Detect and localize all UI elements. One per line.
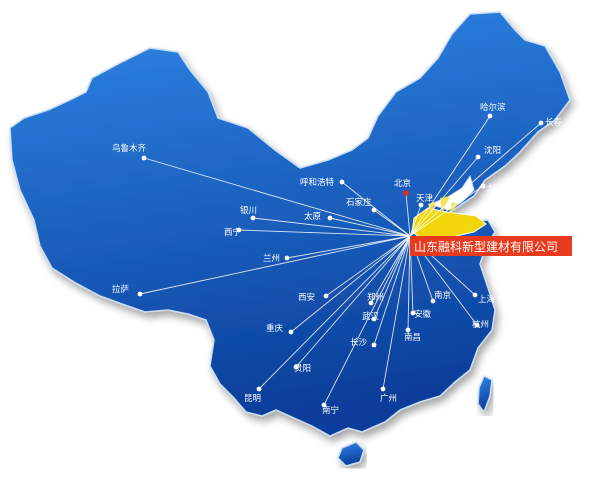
city-label-dalian: 大连 <box>486 183 504 194</box>
city-label-changchun: 长春 <box>545 117 563 128</box>
route-line-taiyuan <box>329 217 411 237</box>
route-line-nanchang <box>407 235 411 331</box>
city-label-shenyang: 沈阳 <box>484 145 501 156</box>
city-marker-nanning[interactable] <box>321 402 327 408</box>
route-line-dalian <box>409 185 484 237</box>
city-label-changsha: 长沙 <box>350 337 368 348</box>
city-label-yinchuan: 银川 <box>240 205 257 216</box>
city-label-hefei: 安徽 <box>414 309 432 320</box>
route-line-kunming <box>258 235 411 390</box>
company-banner: 山东融科新型建材有限公司 <box>410 236 572 256</box>
city-marker-tianjin[interactable] <box>418 202 424 208</box>
taiwan-island-shape <box>477 374 493 414</box>
route-line-changsha <box>373 235 411 346</box>
city-label-guangzhou: 广州 <box>380 393 397 404</box>
route-line-guiyang <box>295 235 411 368</box>
route-line-harbin <box>409 115 491 237</box>
city-label-lanzhou: 兰州 <box>263 253 280 264</box>
city-label-nanjing: 南京 <box>434 290 451 301</box>
city-label-tianjin: 天津 <box>416 193 434 204</box>
city-label-hohhot: 呼和浩特 <box>300 177 335 188</box>
city-label-shanghai: 上海 <box>478 294 496 305</box>
city-label-hangzhou: 杭州 <box>472 319 489 330</box>
city-label-wuhan: 武汉 <box>362 311 380 322</box>
route-line-urumqi <box>143 157 411 237</box>
city-marker-nanchang[interactable] <box>405 327 411 333</box>
city-label-urumqi: 乌鲁木齐 <box>112 143 147 154</box>
city-marker-guangzhou[interactable] <box>380 386 386 392</box>
city-marker-chongqing[interactable] <box>288 329 294 335</box>
city-marker-taiyuan[interactable] <box>327 215 333 221</box>
city-marker-beijing[interactable] <box>403 190 409 196</box>
city-label-lhasa: 拉萨 <box>112 284 130 295</box>
route-line-shenyang <box>409 156 479 237</box>
city-label-beijing: 北京 <box>394 178 411 189</box>
city-marker-shenyang[interactable] <box>475 154 481 160</box>
city-marker-lanzhou[interactable] <box>284 255 290 261</box>
route-line-lhasa <box>139 235 411 295</box>
city-marker-nanjing[interactable] <box>430 298 436 304</box>
route-line-guangzhou <box>382 235 411 390</box>
city-marker-harbin[interactable] <box>487 113 493 119</box>
city-label-xining: 西宁 <box>224 227 241 238</box>
city-marker-hangzhou[interactable] <box>474 322 480 328</box>
city-marker-urumqi[interactable] <box>141 155 147 161</box>
city-markers <box>137 113 544 408</box>
city-label-nanning: 南宁 <box>322 405 339 416</box>
city-marker-kunming[interactable] <box>256 386 262 392</box>
city-marker-changchun[interactable] <box>538 120 544 126</box>
city-label-xian: 西安 <box>298 292 315 303</box>
city-label-zhengzhou: 郑州 <box>367 292 384 303</box>
company-banner-background <box>410 236 572 256</box>
city-marker-zhengzhou[interactable] <box>368 300 374 306</box>
city-marker-shijiazhuang[interactable] <box>371 207 377 213</box>
route-line-chongqing <box>290 235 411 333</box>
city-marker-dalian[interactable] <box>480 183 486 189</box>
city-label-guiyang: 贵阳 <box>294 363 311 374</box>
route-line-zhengzhou <box>370 235 411 304</box>
city-marker-yinchuan[interactable] <box>250 215 256 221</box>
city-label-harbin: 哈尔滨 <box>480 102 506 113</box>
company-name: 山东融科新型建材有限公司 <box>414 239 558 254</box>
route-line-changchun <box>409 122 542 237</box>
china-mainland-shape <box>9 11 571 437</box>
city-marker-shanghai[interactable] <box>472 292 478 298</box>
route-line-xining <box>238 229 411 237</box>
shandong-yellow-rays <box>428 196 458 216</box>
route-line-nanning <box>323 235 411 406</box>
city-marker-changsha[interactable] <box>371 342 377 348</box>
city-marker-xian[interactable] <box>323 293 329 299</box>
city-label-kunming: 昆明 <box>244 394 261 404</box>
city-marker-guiyang[interactable] <box>293 364 299 370</box>
route-line-xian <box>325 235 411 297</box>
city-label-nanchang: 南昌 <box>404 332 421 343</box>
city-marker-lhasa[interactable] <box>137 291 143 297</box>
route-line-tianjin <box>409 204 422 237</box>
city-label-shijiazhuang: 石家庄 <box>346 197 372 208</box>
route-line-wuhan <box>373 235 411 320</box>
route-line-lanzhou <box>286 235 411 259</box>
route-line-yinchuan <box>252 217 411 237</box>
hainan-island-shape <box>337 441 365 467</box>
city-marker-xining[interactable] <box>236 227 242 233</box>
city-label-taiyuan: 太原 <box>304 211 321 222</box>
route-line-beijing <box>405 192 411 237</box>
city-marker-hefei[interactable] <box>410 310 416 316</box>
city-marker-wuhan[interactable] <box>371 316 377 322</box>
city-label-chongqing: 重庆 <box>266 323 284 334</box>
city-marker-hohhot[interactable] <box>339 179 345 185</box>
route-line-shijiazhuang <box>373 209 411 237</box>
